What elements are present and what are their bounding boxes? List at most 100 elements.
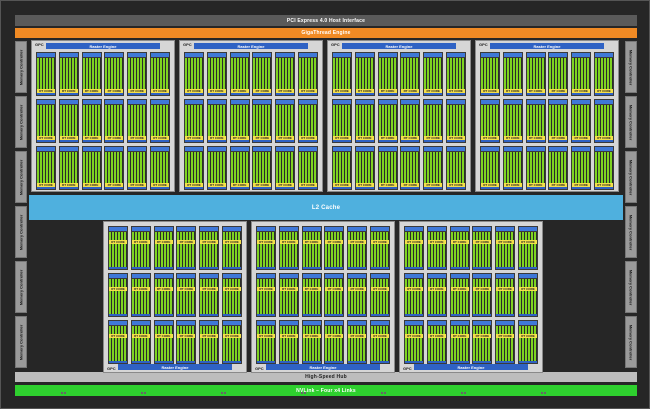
cuda-cores — [177, 326, 195, 362]
texture-units — [105, 93, 123, 95]
streaming-multiprocessor: RT CORE — [503, 99, 523, 143]
sm-header — [280, 321, 298, 325]
texture-units — [132, 314, 150, 316]
streaming-multiprocessor: RT CORE — [207, 146, 227, 190]
sm-header — [105, 53, 123, 57]
streaming-multiprocessor: RT CORE — [355, 52, 375, 96]
streaming-multiprocessor: RT CORE — [252, 99, 272, 143]
gpc-2: GPCRaster EngineRT CORERT CORERT CORERT … — [179, 40, 323, 192]
rt-core: RT CORE — [348, 287, 366, 291]
streaming-multiprocessor: RT CORE — [184, 146, 204, 190]
cuda-cores — [200, 326, 218, 362]
texture-units — [595, 93, 613, 95]
cuda-cores — [496, 326, 514, 362]
rt-core: RT CORE — [371, 240, 389, 244]
cuda-cores — [451, 279, 469, 315]
sm-header — [405, 321, 423, 325]
streaming-multiprocessor: RT CORE — [495, 320, 515, 364]
streaming-multiprocessor: RT CORE — [378, 52, 398, 96]
link-connector — [61, 381, 69, 384]
cuda-cores — [473, 232, 491, 268]
streaming-multiprocessor: RT CORE — [108, 226, 128, 270]
texture-units — [504, 187, 522, 189]
streaming-multiprocessor: RT CORE — [108, 273, 128, 317]
memory-controller-right-2: Memory Controller — [625, 96, 637, 148]
link-connector — [141, 381, 149, 384]
streaming-multiprocessor: RT CORE — [526, 99, 546, 143]
cuda-cores — [200, 279, 218, 315]
rt-core: RT CORE — [348, 334, 366, 338]
cuda-cores — [257, 326, 275, 362]
sm-header — [428, 274, 446, 278]
streaming-multiprocessor: RT CORE — [199, 320, 219, 364]
streaming-multiprocessor: RT CORE — [480, 146, 500, 190]
rt-core: RT CORE — [496, 240, 514, 244]
texture-units — [333, 187, 351, 189]
gpc-label: GPC — [255, 366, 264, 371]
texture-units — [447, 140, 465, 142]
sm-header — [253, 147, 271, 151]
cuda-cores — [405, 279, 423, 315]
streaming-multiprocessor: RT CORE — [400, 52, 420, 96]
streaming-multiprocessor: RT CORE — [347, 226, 367, 270]
link-connector — [301, 381, 309, 384]
sm-header — [37, 53, 55, 57]
rt-core: RT CORE — [200, 287, 218, 291]
sm-header — [276, 100, 294, 104]
raster-engine: Raster Engine — [46, 43, 160, 49]
sm-header — [428, 227, 446, 231]
gigathread-engine: GigaThread Engine — [15, 28, 637, 38]
streaming-multiprocessor: RT CORE — [59, 99, 79, 143]
sm-row: RT CORERT CORERT CORERT CORERT CORERT CO… — [332, 99, 466, 143]
streaming-multiprocessor: RT CORE — [446, 52, 466, 96]
texture-units — [37, 140, 55, 142]
rt-core: RT CORE — [177, 287, 195, 291]
streaming-multiprocessor: RT CORE — [324, 273, 344, 317]
texture-units — [185, 140, 203, 142]
texture-units — [83, 93, 101, 95]
texture-units — [379, 187, 397, 189]
streaming-multiprocessor: RT CORE — [154, 320, 174, 364]
texture-units — [527, 187, 545, 189]
texture-units — [299, 187, 317, 189]
cuda-cores — [473, 326, 491, 362]
sm-header — [128, 147, 146, 151]
cuda-cores — [371, 279, 389, 315]
sm-header — [527, 53, 545, 57]
streaming-multiprocessor: RT CORE — [154, 273, 174, 317]
texture-units — [151, 140, 169, 142]
sm-header — [519, 274, 537, 278]
texture-units — [155, 361, 173, 363]
texture-units — [379, 93, 397, 95]
texture-units — [60, 93, 78, 95]
streaming-multiprocessor: RT CORE — [324, 226, 344, 270]
memory-controller-label: Memory Controller — [629, 159, 634, 195]
gpc-label: GPC — [183, 42, 192, 47]
texture-units — [105, 187, 123, 189]
cuda-cores — [348, 279, 366, 315]
rt-core: RT CORE — [496, 334, 514, 338]
rt-core: RT CORE — [257, 240, 275, 244]
streaming-multiprocessor: RT CORE — [518, 226, 538, 270]
raster-engine: Raster Engine — [414, 364, 528, 370]
texture-units — [481, 93, 499, 95]
sm-row: RT CORERT CORERT CORERT CORERT CORERT CO… — [256, 226, 390, 270]
cuda-cores — [280, 232, 298, 268]
sm-header — [481, 147, 499, 151]
sm-header — [177, 227, 195, 231]
sm-header — [549, 53, 567, 57]
cuda-cores — [405, 326, 423, 362]
sm-header — [223, 227, 241, 231]
streaming-multiprocessor: RT CORE — [370, 273, 390, 317]
rt-core: RT CORE — [405, 334, 423, 338]
cuda-cores — [223, 326, 241, 362]
texture-units — [348, 267, 366, 269]
sm-header — [177, 321, 195, 325]
sm-header — [208, 53, 226, 57]
texture-units — [231, 140, 249, 142]
rt-core: RT CORE — [348, 240, 366, 244]
sm-header — [481, 100, 499, 104]
texture-units — [473, 314, 491, 316]
cuda-cores — [155, 326, 173, 362]
